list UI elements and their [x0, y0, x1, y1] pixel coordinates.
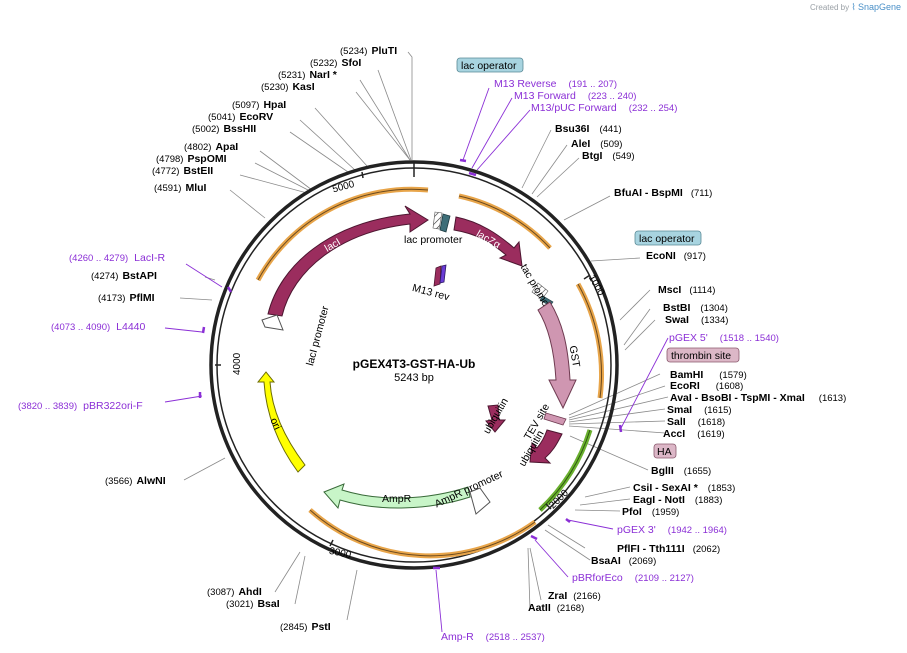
site-sfoi[interactable]: (5232)SfoI	[310, 57, 361, 69]
site-bstapi[interactable]: (4274)BstAPI	[91, 270, 157, 282]
thrombin-site-label: thrombin site	[671, 350, 731, 362]
credit-prefix: Created by	[809, 3, 850, 12]
site-bglii[interactable]: BglII(1655)	[651, 465, 711, 477]
boxed-labels: lac operator lac operator thrombin site …	[456, 57, 740, 459]
laci-promoter-arrow	[261, 314, 284, 331]
laci-arrow	[267, 205, 429, 317]
plasmid-length: 5243 bp	[394, 372, 434, 384]
primer-laci-r[interactable]: (4260 .. 4279)LacI-R	[69, 252, 165, 264]
site-zrai[interactable]: ZraI(2166)	[548, 590, 601, 602]
site-bsaai[interactable]: BsaAI(2069)	[591, 555, 656, 567]
site-ecori[interactable]: EcoRI(1608)	[670, 380, 743, 392]
lac-promoter-label: lac promoter	[404, 234, 463, 246]
site-acci[interactable]: AccI(1619)	[663, 428, 725, 440]
ori-label: ori	[267, 416, 283, 432]
primer-pbr322ori-f[interactable]: (3820 .. 3839)pBR322ori-F	[18, 400, 143, 412]
site-bsteii[interactable]: (4772)BstEII	[152, 165, 213, 177]
tick-label-4000: 4000	[232, 352, 243, 375]
primer-pgex5[interactable]: pGEX 5'(1518 .. 1540)	[669, 332, 779, 344]
site-aatii[interactable]: AatII(2168)	[528, 602, 584, 614]
site-msci[interactable]: MscI(1114)	[658, 284, 715, 296]
primers: M13 Reverse(191 .. 207) M13 Forward(223 …	[18, 78, 779, 643]
site-pluti[interactable]: (5234)PluTI	[340, 45, 397, 57]
site-pflfi-tth111i[interactable]: PflFI - Tth111I(2062)	[617, 543, 720, 555]
m13-rev-label: M13 rev	[411, 282, 451, 304]
thrombin-site-box	[666, 347, 740, 363]
site-apai[interactable]: (4802)ApaI	[184, 141, 238, 153]
site-pspomi[interactable]: (4798)PspOMI	[156, 153, 227, 165]
lac-operator-box-top	[456, 57, 524, 73]
site-bstbi[interactable]: BstBI(1304)	[663, 302, 728, 314]
restriction-sites: (5234)PluTI (5232)SfoI (5231)NarI * (523…	[91, 45, 846, 633]
m13-rev-arrow-1	[433, 265, 442, 287]
snapgene-logo-icon: ⌇	[851, 2, 856, 12]
laczalpha-arrow	[453, 216, 523, 267]
site-alei[interactable]: AleI(509)	[571, 138, 622, 150]
site-econi[interactable]: EcoNI(917)	[646, 250, 706, 262]
ubiquitin-arrow-left	[485, 404, 507, 433]
orf-arcs	[255, 186, 605, 559]
site-ahdi[interactable]: (3087)AhdI	[207, 586, 262, 598]
site-pfoi[interactable]: PfoI(1959)	[622, 506, 679, 518]
site-bsshii[interactable]: (5002)BssHII	[192, 123, 256, 135]
backbone-outer	[209, 160, 619, 570]
lac-promoter-mark	[432, 211, 443, 230]
site-sali[interactable]: SalI(1618)	[667, 416, 725, 428]
ha-label: HA	[657, 446, 672, 458]
site-eagi-noti[interactable]: EagI - NotI(1883)	[633, 494, 722, 506]
lac-operator-label-top: lac operator	[461, 60, 517, 72]
primer-marks	[198, 158, 623, 570]
tick-label-3000: 3000	[328, 546, 352, 561]
site-nari[interactable]: (5231)NarI *	[278, 69, 338, 81]
site-csii-sexai[interactable]: CsiI - SexAI *(1853)	[633, 482, 735, 494]
laci-promoter-label: lacI promoter	[304, 304, 332, 367]
ampr-label: AmpR	[382, 493, 412, 505]
primer-pbrforeco[interactable]: pBRforEco(2109 .. 2127)	[572, 572, 694, 584]
lac-operator-box-right	[634, 230, 702, 246]
ampr-promoter-arrow	[469, 487, 491, 515]
site-bamhi[interactable]: BamHI(1579)	[670, 369, 747, 381]
ubiquitin-arrow-right	[529, 429, 563, 464]
site-bfuai-bspmi[interactable]: BfuAI - BspMI(711)	[614, 187, 712, 199]
lac-operator-mark	[439, 213, 451, 233]
gst-label: GST	[567, 345, 583, 369]
tick-label-5000: 5000	[331, 179, 356, 195]
primer-amp-r[interactable]: Amp-R(2518 .. 2537)	[441, 631, 545, 643]
site-psti[interactable]: (2845)PstI	[280, 621, 331, 633]
ampr-arrow	[323, 483, 471, 510]
ori-arrow	[256, 371, 306, 473]
lac-operator-label-right: lac operator	[639, 233, 695, 245]
site-hpai[interactable]: (5097)HpaI	[232, 99, 286, 111]
primer-m13-puc-forward[interactable]: M13/pUC Forward(232 .. 254)	[531, 102, 677, 114]
gst-arrow	[537, 301, 577, 410]
site-swai[interactable]: SwaI(1334)	[665, 314, 728, 326]
site-btgi[interactable]: BtgI(549)	[582, 150, 635, 162]
plasmid-name: pGEX4T3-GST-HA-Ub	[353, 357, 476, 371]
primer-m13-reverse[interactable]: M13 Reverse(191 .. 207)	[494, 78, 617, 90]
site-alwni[interactable]: (3566)AlwNI	[105, 475, 166, 487]
site-pflmi[interactable]: (4173)PflMI	[98, 292, 155, 304]
tev-site-mark	[543, 412, 567, 426]
site-leader-lines	[179, 51, 669, 621]
site-mlui[interactable]: (4591)MluI	[154, 182, 207, 194]
orf-arc-gst	[575, 282, 605, 399]
primer-leader-lines	[164, 87, 669, 633]
credit-brand: SnapGene	[857, 2, 901, 12]
site-smai[interactable]: SmaI(1615)	[667, 404, 732, 416]
ampr-promoter-label: AmpR promoter	[433, 468, 506, 510]
site-avai-group[interactable]: AvaI - BsoBI - TspMI - XmaI(1613)	[670, 392, 846, 404]
scale-ticks	[215, 163, 591, 547]
snapgene-credit: Created by ⌇ SnapGene	[810, 2, 901, 13]
ha-box	[653, 443, 677, 459]
primer-l4440[interactable]: (4073 .. 4090)L4440	[51, 321, 146, 333]
primer-pgex3[interactable]: pGEX 3'(1942 .. 1964)	[617, 524, 727, 536]
m13-rev-arrow-2	[439, 264, 447, 284]
site-ecorv[interactable]: (5041)EcoRV	[208, 111, 273, 123]
site-kasi[interactable]: (5230)KasI	[261, 81, 315, 93]
site-bsu36i[interactable]: Bsu36I(441)	[555, 123, 622, 135]
primer-m13-forward[interactable]: M13 Forward(223 .. 240)	[514, 90, 636, 102]
site-bsai[interactable]: (3021)BsaI	[226, 598, 280, 610]
